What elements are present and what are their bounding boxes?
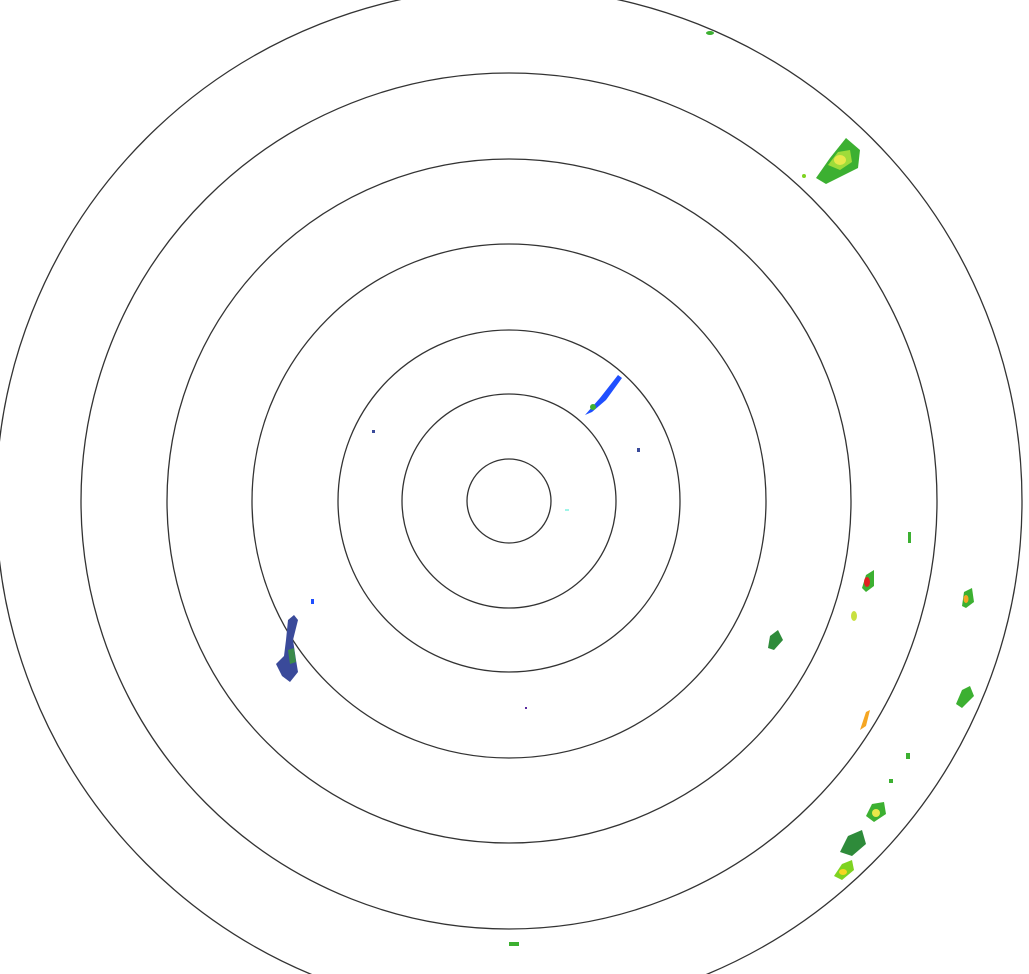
- echo: [963, 595, 969, 603]
- range-ring: [251, 243, 767, 759]
- echo: [864, 577, 870, 587]
- echoes: [276, 31, 974, 946]
- echo: [706, 31, 714, 35]
- echo: [889, 779, 893, 783]
- echo: [565, 509, 569, 511]
- echo: [590, 404, 596, 410]
- range-ring: [337, 329, 681, 673]
- echo: [288, 648, 296, 664]
- echo: [956, 686, 974, 708]
- echo: [840, 830, 866, 856]
- range-ring: [401, 393, 617, 609]
- echo: [311, 599, 314, 604]
- echo: [851, 611, 857, 621]
- echo: [525, 707, 527, 709]
- echo: [834, 155, 846, 165]
- echo: [802, 174, 806, 178]
- echo: [860, 710, 870, 730]
- range-ring: [466, 458, 552, 544]
- echo: [908, 532, 911, 543]
- range-ring: [80, 72, 938, 930]
- echo: [509, 942, 519, 946]
- echo: [839, 869, 847, 875]
- echo: [872, 809, 880, 817]
- echo: [637, 448, 640, 452]
- echo: [372, 430, 375, 433]
- echo: [906, 753, 910, 759]
- range-ring: [166, 158, 852, 844]
- echo: [276, 615, 298, 682]
- echo: [768, 630, 783, 650]
- echo: [585, 375, 622, 415]
